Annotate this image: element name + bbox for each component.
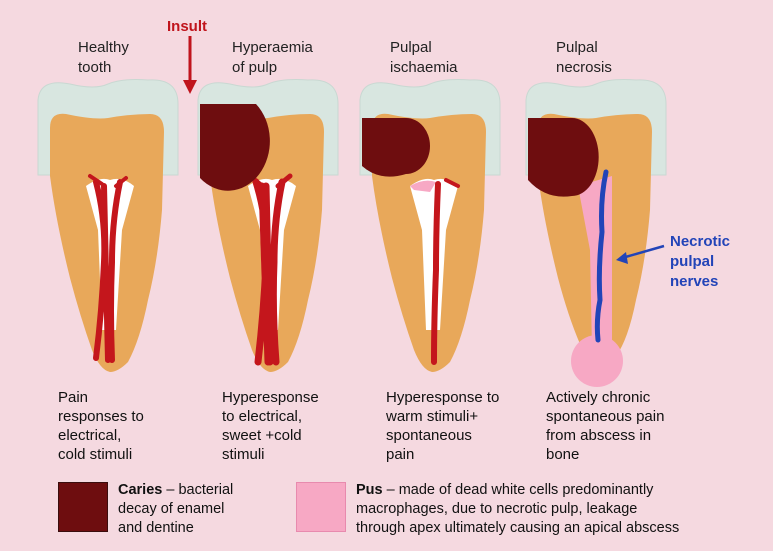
caries [528, 118, 599, 197]
pus-early [410, 180, 436, 192]
legend-caries-swatch [58, 482, 108, 532]
necrotic-arrow [616, 244, 665, 264]
stage-title-healthy: Healthy tooth [78, 39, 129, 76]
tooth-hyperaemia [197, 79, 339, 373]
stage-desc-necrosis: Actively chronic spontaneous pain from a… [546, 389, 665, 463]
pulp-vessels [252, 178, 286, 366]
teeth-diagram [37, 36, 667, 387]
legend-caries-text: Caries – bacterial decay of enamel and d… [118, 481, 278, 538]
necrotic-nerve [594, 169, 609, 343]
caries [362, 118, 430, 177]
legend-caries-term: Caries [118, 482, 163, 498]
insult-arrow [183, 36, 197, 94]
stage-desc-healthy: Pain responses to electrical, cold stimu… [58, 389, 144, 463]
apical-abscess [571, 335, 623, 387]
pulp-vessels [93, 179, 123, 363]
legend-pus-swatch [296, 482, 346, 532]
stage-title-necrosis: Pulpal necrosis [556, 39, 612, 76]
tooth-necrosis [525, 79, 667, 387]
legend-pus-text: Pus – made of dead white cells predomina… [356, 481, 766, 538]
caries [200, 104, 270, 191]
stage-title-hyperaemia: Hyperaemia of pulp [232, 39, 313, 76]
legend-pus-desc: – made of dead white cells predominantly… [356, 482, 680, 536]
stage-title-ischaemia: Pulpal ischaemia [390, 39, 458, 76]
necrotic-nerves-label: Necrotic pulpal nerves [670, 233, 731, 290]
insult-label: Insult [167, 18, 207, 35]
stage-desc-ischaemia: Hyperesponse to warm stimuli+ spontaneou… [386, 389, 500, 463]
legend-pus-term: Pus [356, 482, 383, 498]
legend-caries-desc: – bacterial decay of enamel and dentine [118, 482, 234, 536]
pulp-vessels [431, 181, 441, 365]
stage-desc-hyperaemia: Hyperesponse to electrical, sweet +cold … [222, 389, 319, 463]
tooth-healthy [37, 79, 179, 373]
tooth-ischaemia [359, 79, 501, 373]
